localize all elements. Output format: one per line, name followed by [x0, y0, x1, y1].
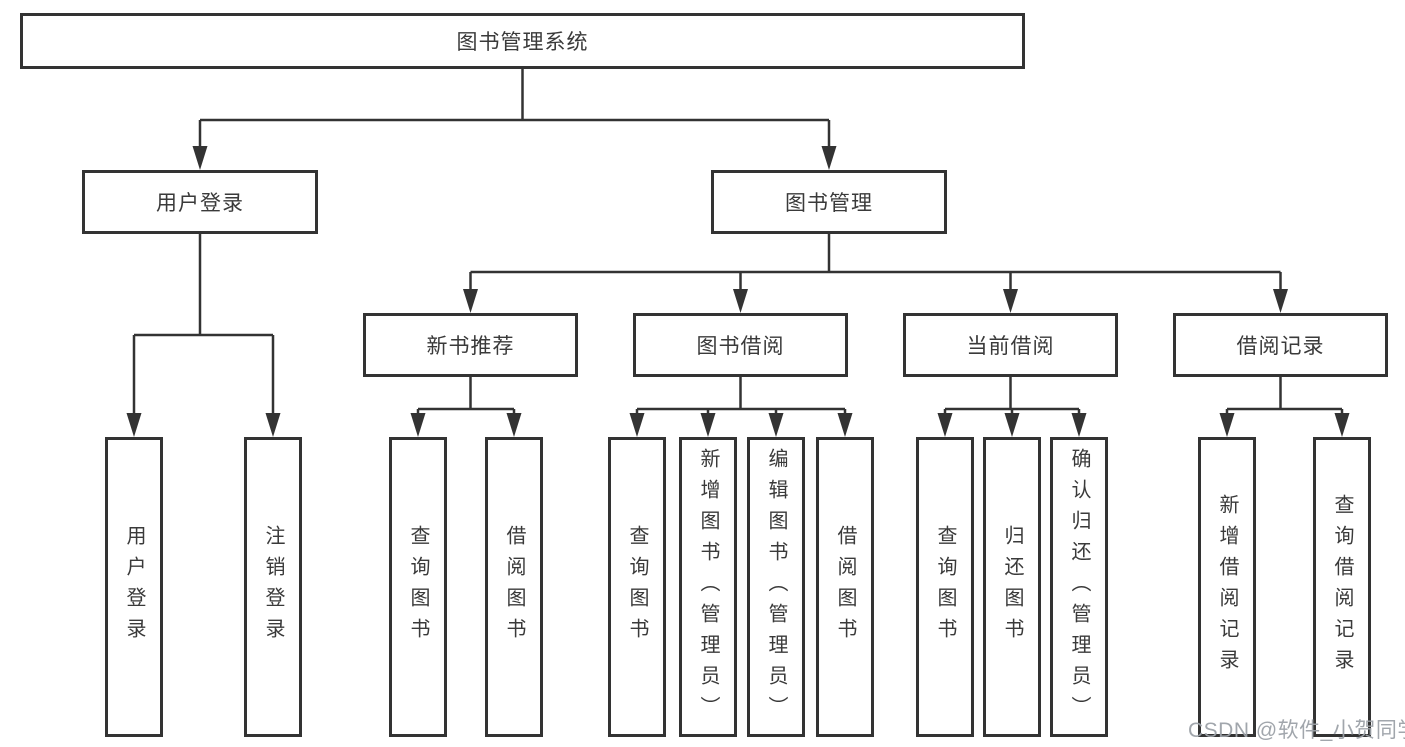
leaf-label: 归还图书: [1001, 525, 1023, 649]
node-book-management: 图书管理: [711, 170, 947, 234]
node-library-management-system: 图书管理系统: [20, 13, 1025, 69]
leaf-label: 查询借阅记录: [1331, 494, 1353, 680]
leaf-label: 查询图书: [407, 525, 429, 649]
leaf-label: 确认归还（管理员）: [1068, 447, 1090, 727]
node-new-book-recommendation: 新书推荐: [363, 313, 578, 377]
leaf-borrow-books-borrowing: 借阅图书: [816, 437, 874, 737]
node-label: 借阅记录: [1236, 335, 1325, 358]
leaf-label: 新增图书（管理员）: [697, 447, 719, 727]
node-label: 图书管理系统: [456, 31, 589, 54]
leaf-label: 查询图书: [626, 525, 648, 649]
leaf-add-borrow-record: 新增借阅记录: [1198, 437, 1256, 737]
leaf-edit-books-admin: 编辑图书（管理员）: [747, 437, 805, 737]
csdn-watermark: CSDN @软件_小贺同学: [1188, 719, 1405, 742]
leaf-logout: 注销登录: [244, 437, 302, 737]
leaf-borrow-books-recommend: 借阅图书: [485, 437, 543, 737]
leaf-label: 编辑图书（管理员）: [765, 447, 787, 727]
leaf-query-books-current: 查询图书: [916, 437, 974, 737]
leaf-user-login: 用户登录: [105, 437, 163, 737]
leaf-label: 借阅图书: [503, 525, 525, 649]
node-label: 用户登录: [156, 192, 244, 215]
node-label: 图书管理: [785, 192, 873, 215]
leaf-query-books-borrowing: 查询图书: [608, 437, 666, 737]
leaf-return-books: 归还图书: [983, 437, 1041, 737]
leaf-confirm-return-admin: 确认归还（管理员）: [1050, 437, 1108, 737]
leaf-label: 用户登录: [123, 525, 145, 649]
leaf-add-books-admin: 新增图书（管理员）: [679, 437, 737, 737]
node-user-login: 用户登录: [82, 170, 318, 234]
leaf-label: 注销登录: [262, 525, 284, 649]
leaf-label: 借阅图书: [834, 525, 856, 649]
leaf-label: 查询图书: [934, 525, 956, 649]
leaf-query-borrow-record: 查询借阅记录: [1313, 437, 1371, 737]
node-label: 当前借阅: [966, 335, 1055, 358]
node-book-borrowing: 图书借阅: [633, 313, 848, 377]
node-label: 新书推荐: [426, 335, 515, 358]
node-current-borrowing: 当前借阅: [903, 313, 1118, 377]
leaf-query-books-recommend: 查询图书: [389, 437, 447, 737]
node-borrowing-records: 借阅记录: [1173, 313, 1388, 377]
node-label: 图书借阅: [696, 335, 785, 358]
leaf-label: 新增借阅记录: [1216, 494, 1238, 680]
